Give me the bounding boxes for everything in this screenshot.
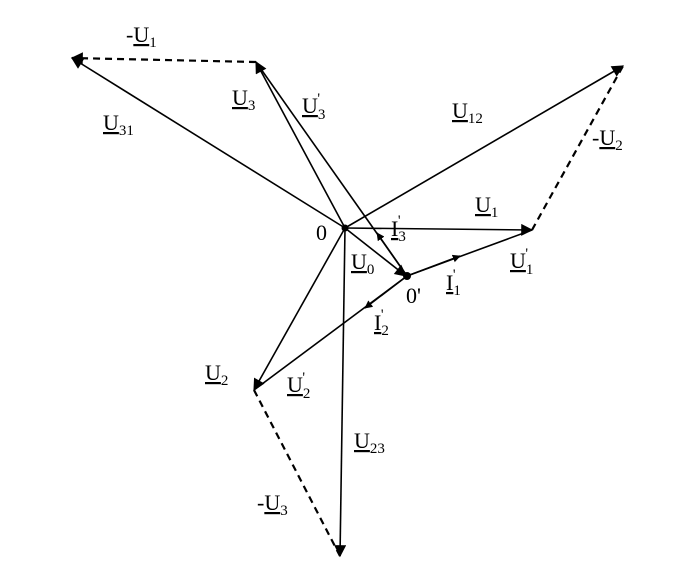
label-u12: U12 [452,98,483,127]
label-i1-prime: I1' [446,267,461,299]
vector-u0 [344,227,407,277]
vector-neg-u1 [70,52,257,65]
label-neg-u2: -U2 [592,125,623,154]
label-u1-prime: U1' [510,246,533,278]
vector-u23 [334,227,347,558]
label-i3-prime: I3' [391,213,406,245]
origin-label: 0 [316,220,327,245]
shifted-origin-node [403,272,411,280]
label-u23: U23 [354,428,385,457]
vector-u3 [255,60,346,229]
label-i2-prime: I2' [374,307,389,339]
origin-node [341,224,349,232]
shifted-origin-label: 0' [406,283,421,308]
label-neg-u1: -U1 [126,22,157,51]
label-u2-prime: U2' [287,370,310,402]
vector-i2-prime [364,275,408,309]
label-u3: U3 [232,85,255,114]
label-u0: U0 [351,249,374,278]
vector-i3-prime [376,232,408,277]
label-u2: U2 [205,360,228,389]
label-neg-u3: -U3 [257,490,288,519]
vector-neg-u3 [253,389,341,557]
label-u1: U1 [475,192,498,221]
vector-u2 [253,227,346,392]
vector-neg-u2 [531,65,624,231]
vector-i1-prime [406,254,461,277]
vector-u12 [344,65,625,229]
vector-u1 [344,223,534,236]
label-u31: U31 [103,110,134,139]
vector-u31 [70,57,346,229]
label-u3-prime: U3' [302,91,325,123]
